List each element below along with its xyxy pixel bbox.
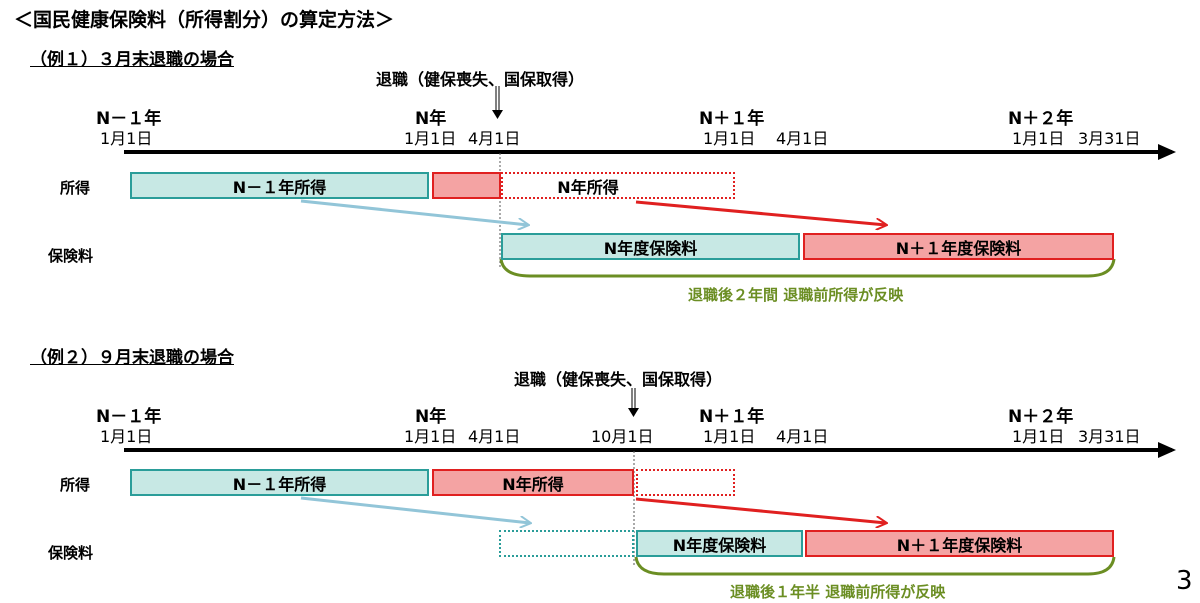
period-note-2: 退職後１年半 退職前所得が反映 (730, 583, 946, 601)
example-1-heading: （例１）３月末退職の場合 (30, 50, 234, 70)
date-label: 1月1日 (100, 427, 153, 446)
income-box-n-dotted: N年所得 (501, 172, 735, 199)
year-label: N年 (415, 407, 447, 427)
timeline-arrowhead-2 (1158, 442, 1176, 458)
example-2-heading: （例２）９月末退職の場合 (30, 348, 234, 368)
period-brace-2 (634, 556, 1116, 576)
timeline-arrowhead-1 (1158, 144, 1176, 160)
income-box-n-minus1: N－１年所得 (130, 172, 429, 199)
date-label: 4月1日 (468, 427, 521, 446)
date-label: 1月1日 (703, 129, 756, 148)
date-label: 3月31日 (1078, 427, 1141, 446)
income-box-n-dotted (636, 469, 735, 496)
year-label: N－１年 (96, 407, 162, 427)
page-title: ＜国民健康保険料（所得割分）の算定方法＞ (14, 9, 395, 31)
date-label: 3月31日 (1078, 129, 1141, 148)
row-label-premium: 保険料 (48, 544, 94, 562)
premium-box-n: N年度保険料 (501, 233, 800, 260)
year-label: N＋２年 (1008, 109, 1074, 129)
year-label: N＋２年 (1008, 407, 1074, 427)
premium-box-dotted (499, 530, 634, 557)
income-box-n-minus1: N－１年所得 (130, 469, 429, 496)
period-note-1: 退職後２年間 退職前所得が反映 (688, 286, 904, 304)
premium-box-n: N年度保険料 (636, 530, 803, 557)
premium-box-n-plus1: N＋１年度保険料 (803, 233, 1114, 260)
date-label: 1月1日 (404, 129, 457, 148)
row-label-premium: 保険料 (48, 247, 94, 265)
year-label: N－１年 (96, 109, 162, 129)
income-to-premium-arrow-red-2 (635, 497, 886, 523)
income-box-n-partial (432, 172, 501, 199)
year-label: N＋１年 (699, 407, 765, 427)
date-label: 10月1日 (591, 427, 654, 446)
date-label: 1月1日 (404, 427, 457, 446)
date-label: 1月1日 (100, 129, 153, 148)
row-label-income: 所得 (60, 476, 91, 494)
date-label: 1月1日 (703, 427, 756, 446)
date-label: 4月1日 (776, 129, 829, 148)
income-box-n: N年所得 (432, 469, 634, 496)
date-label: 1月1日 (1012, 129, 1065, 148)
income-to-premium-arrow-blue-1 (300, 199, 528, 225)
page-number: 3 (1176, 566, 1193, 596)
premium-box-n-plus1: N＋１年度保険料 (805, 530, 1114, 557)
year-label: N年 (415, 109, 447, 129)
period-brace-1 (499, 258, 1116, 278)
date-label: 1月1日 (1012, 427, 1065, 446)
income-to-premium-arrow-blue-2 (300, 496, 530, 523)
income-to-premium-arrow-red-1 (635, 200, 886, 225)
retire-label-2: 退職（健保喪失、国保取得） (514, 370, 723, 389)
date-label: 4月1日 (776, 427, 829, 446)
row-label-income: 所得 (60, 179, 91, 197)
income-box-n-label: N年所得 (557, 177, 619, 197)
retire-label-1: 退職（健保喪失、国保取得） (376, 70, 585, 89)
year-label: N＋１年 (699, 109, 765, 129)
date-label: 4月1日 (468, 129, 521, 148)
